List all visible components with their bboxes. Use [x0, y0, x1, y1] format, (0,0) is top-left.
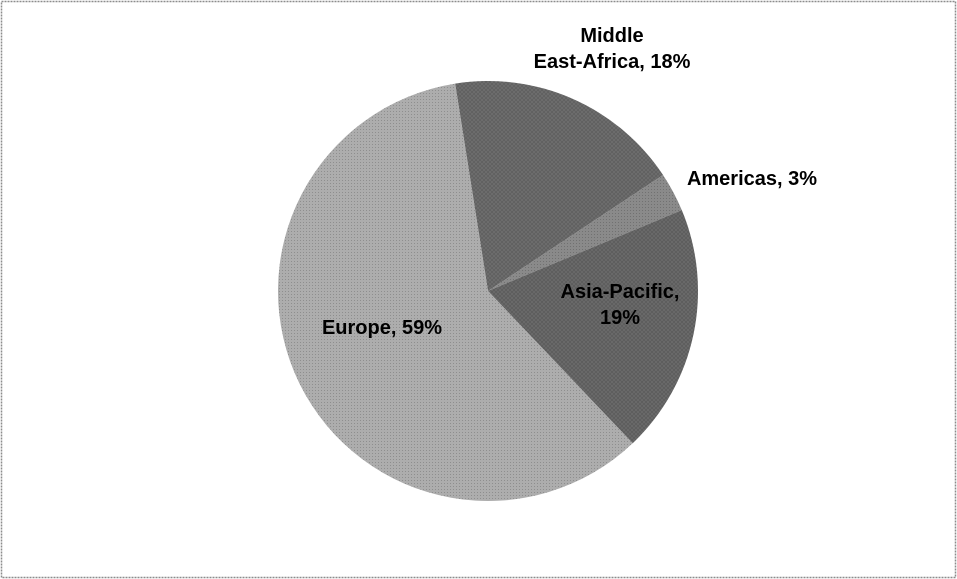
slice-label-europe: Europe, 59%: [322, 317, 442, 339]
pie-slice-texture-americas: [488, 174, 682, 291]
slice-label-americas: Americas, 3%: [687, 168, 817, 190]
slice-label-line: Middle: [580, 25, 643, 47]
slice-label-line: East-Africa, 18%: [534, 51, 691, 73]
pie-slices: [278, 80, 698, 501]
slice-label-asia-pacific: Asia-Pacific, 19%: [561, 281, 680, 329]
pie-slice-texture-europe: [278, 83, 633, 501]
slice-label-line: 19%: [600, 307, 640, 329]
slice-label-line: Europe, 59%: [322, 317, 442, 339]
slice-label-line: Asia-Pacific,: [561, 281, 680, 303]
slice-label-line: Americas, 3%: [687, 168, 817, 190]
pie-slice-texture-asia-pacific: [488, 210, 698, 444]
pie-slice-texture-middle-east-africa: [455, 80, 664, 291]
